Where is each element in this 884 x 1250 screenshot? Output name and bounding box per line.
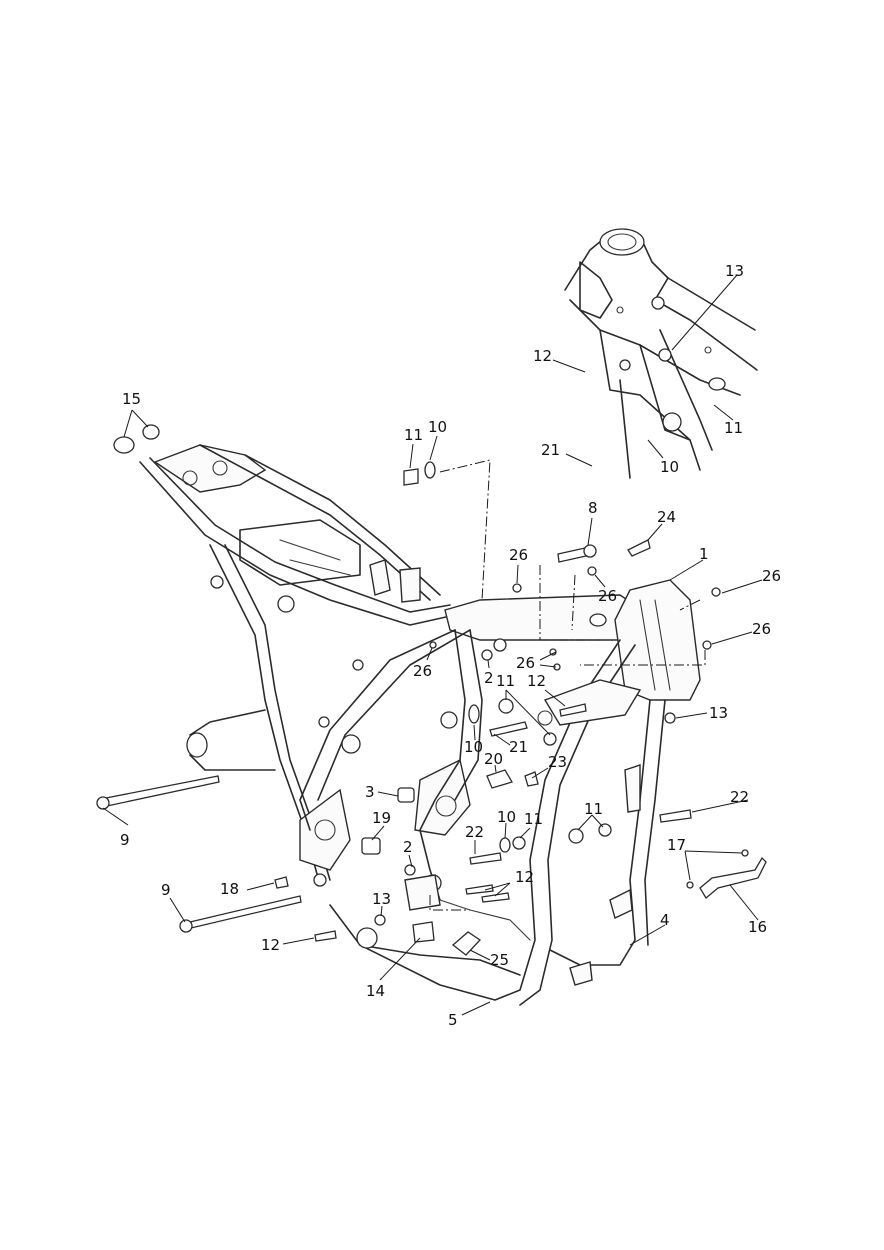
callout-26: 26	[762, 567, 781, 585]
inset-headstock-detail	[564, 228, 758, 479]
assembly-dash-lines	[429, 459, 706, 911]
callout-22: 22	[730, 788, 749, 806]
callout-2: 2	[484, 669, 494, 687]
callout-12: 12	[533, 347, 552, 365]
callout-16: 16	[748, 918, 767, 936]
callout-11: 11	[404, 426, 423, 444]
callout-4: 4	[660, 911, 670, 929]
callout-18: 18	[220, 880, 239, 898]
callout-22: 22	[465, 823, 484, 841]
callout-13: 13	[709, 704, 728, 722]
callout-5: 5	[448, 1011, 458, 1029]
callout-23: 23	[548, 753, 567, 771]
callout-26: 26	[598, 587, 617, 605]
clip-part	[627, 539, 651, 557]
callout-11: 11	[496, 672, 515, 690]
callout-14: 14	[366, 982, 385, 1000]
nut-washer-part	[403, 461, 436, 486]
callout-26: 26	[752, 620, 771, 638]
loose-parts	[96, 424, 767, 956]
callout-2: 2	[403, 838, 413, 856]
callout-20: 20	[484, 750, 503, 768]
callout-21: 21	[541, 441, 560, 459]
callout-labels: 15 11 10 13 12 11 21 10 8 24 26 1 26 26 …	[120, 262, 781, 1029]
callout-11: 11	[724, 419, 743, 437]
callout-10: 10	[497, 808, 516, 826]
callout-10: 10	[428, 418, 447, 436]
long-bolt-part	[96, 775, 302, 933]
callout-24: 24	[657, 508, 676, 526]
callout-10: 10	[464, 738, 483, 756]
callout-11: 11	[584, 800, 603, 818]
callout-11: 11	[524, 810, 543, 828]
callout-13: 13	[725, 262, 744, 280]
callout-26: 26	[413, 662, 432, 680]
main-frame-structure	[139, 444, 701, 1006]
callout-26: 26	[516, 654, 535, 672]
callout-25: 25	[490, 951, 509, 969]
callout-15: 15	[122, 390, 141, 408]
callout-10: 10	[660, 458, 679, 476]
callout-12: 12	[261, 936, 280, 954]
callout-1: 1	[699, 545, 709, 563]
bolt-part	[557, 547, 587, 563]
callout-8: 8	[588, 499, 598, 517]
callout-21: 21	[509, 738, 528, 756]
callout-3: 3	[365, 783, 375, 801]
leader-lines	[102, 274, 763, 1016]
callout-9: 9	[161, 881, 171, 899]
callout-26: 26	[509, 546, 528, 564]
grommet-part	[113, 424, 160, 454]
callout-17: 17	[667, 836, 686, 854]
callout-9: 9	[120, 831, 130, 849]
callout-12: 12	[527, 672, 546, 690]
callout-19: 19	[372, 809, 391, 827]
callout-12: 12	[515, 868, 534, 886]
callout-13: 13	[372, 890, 391, 908]
